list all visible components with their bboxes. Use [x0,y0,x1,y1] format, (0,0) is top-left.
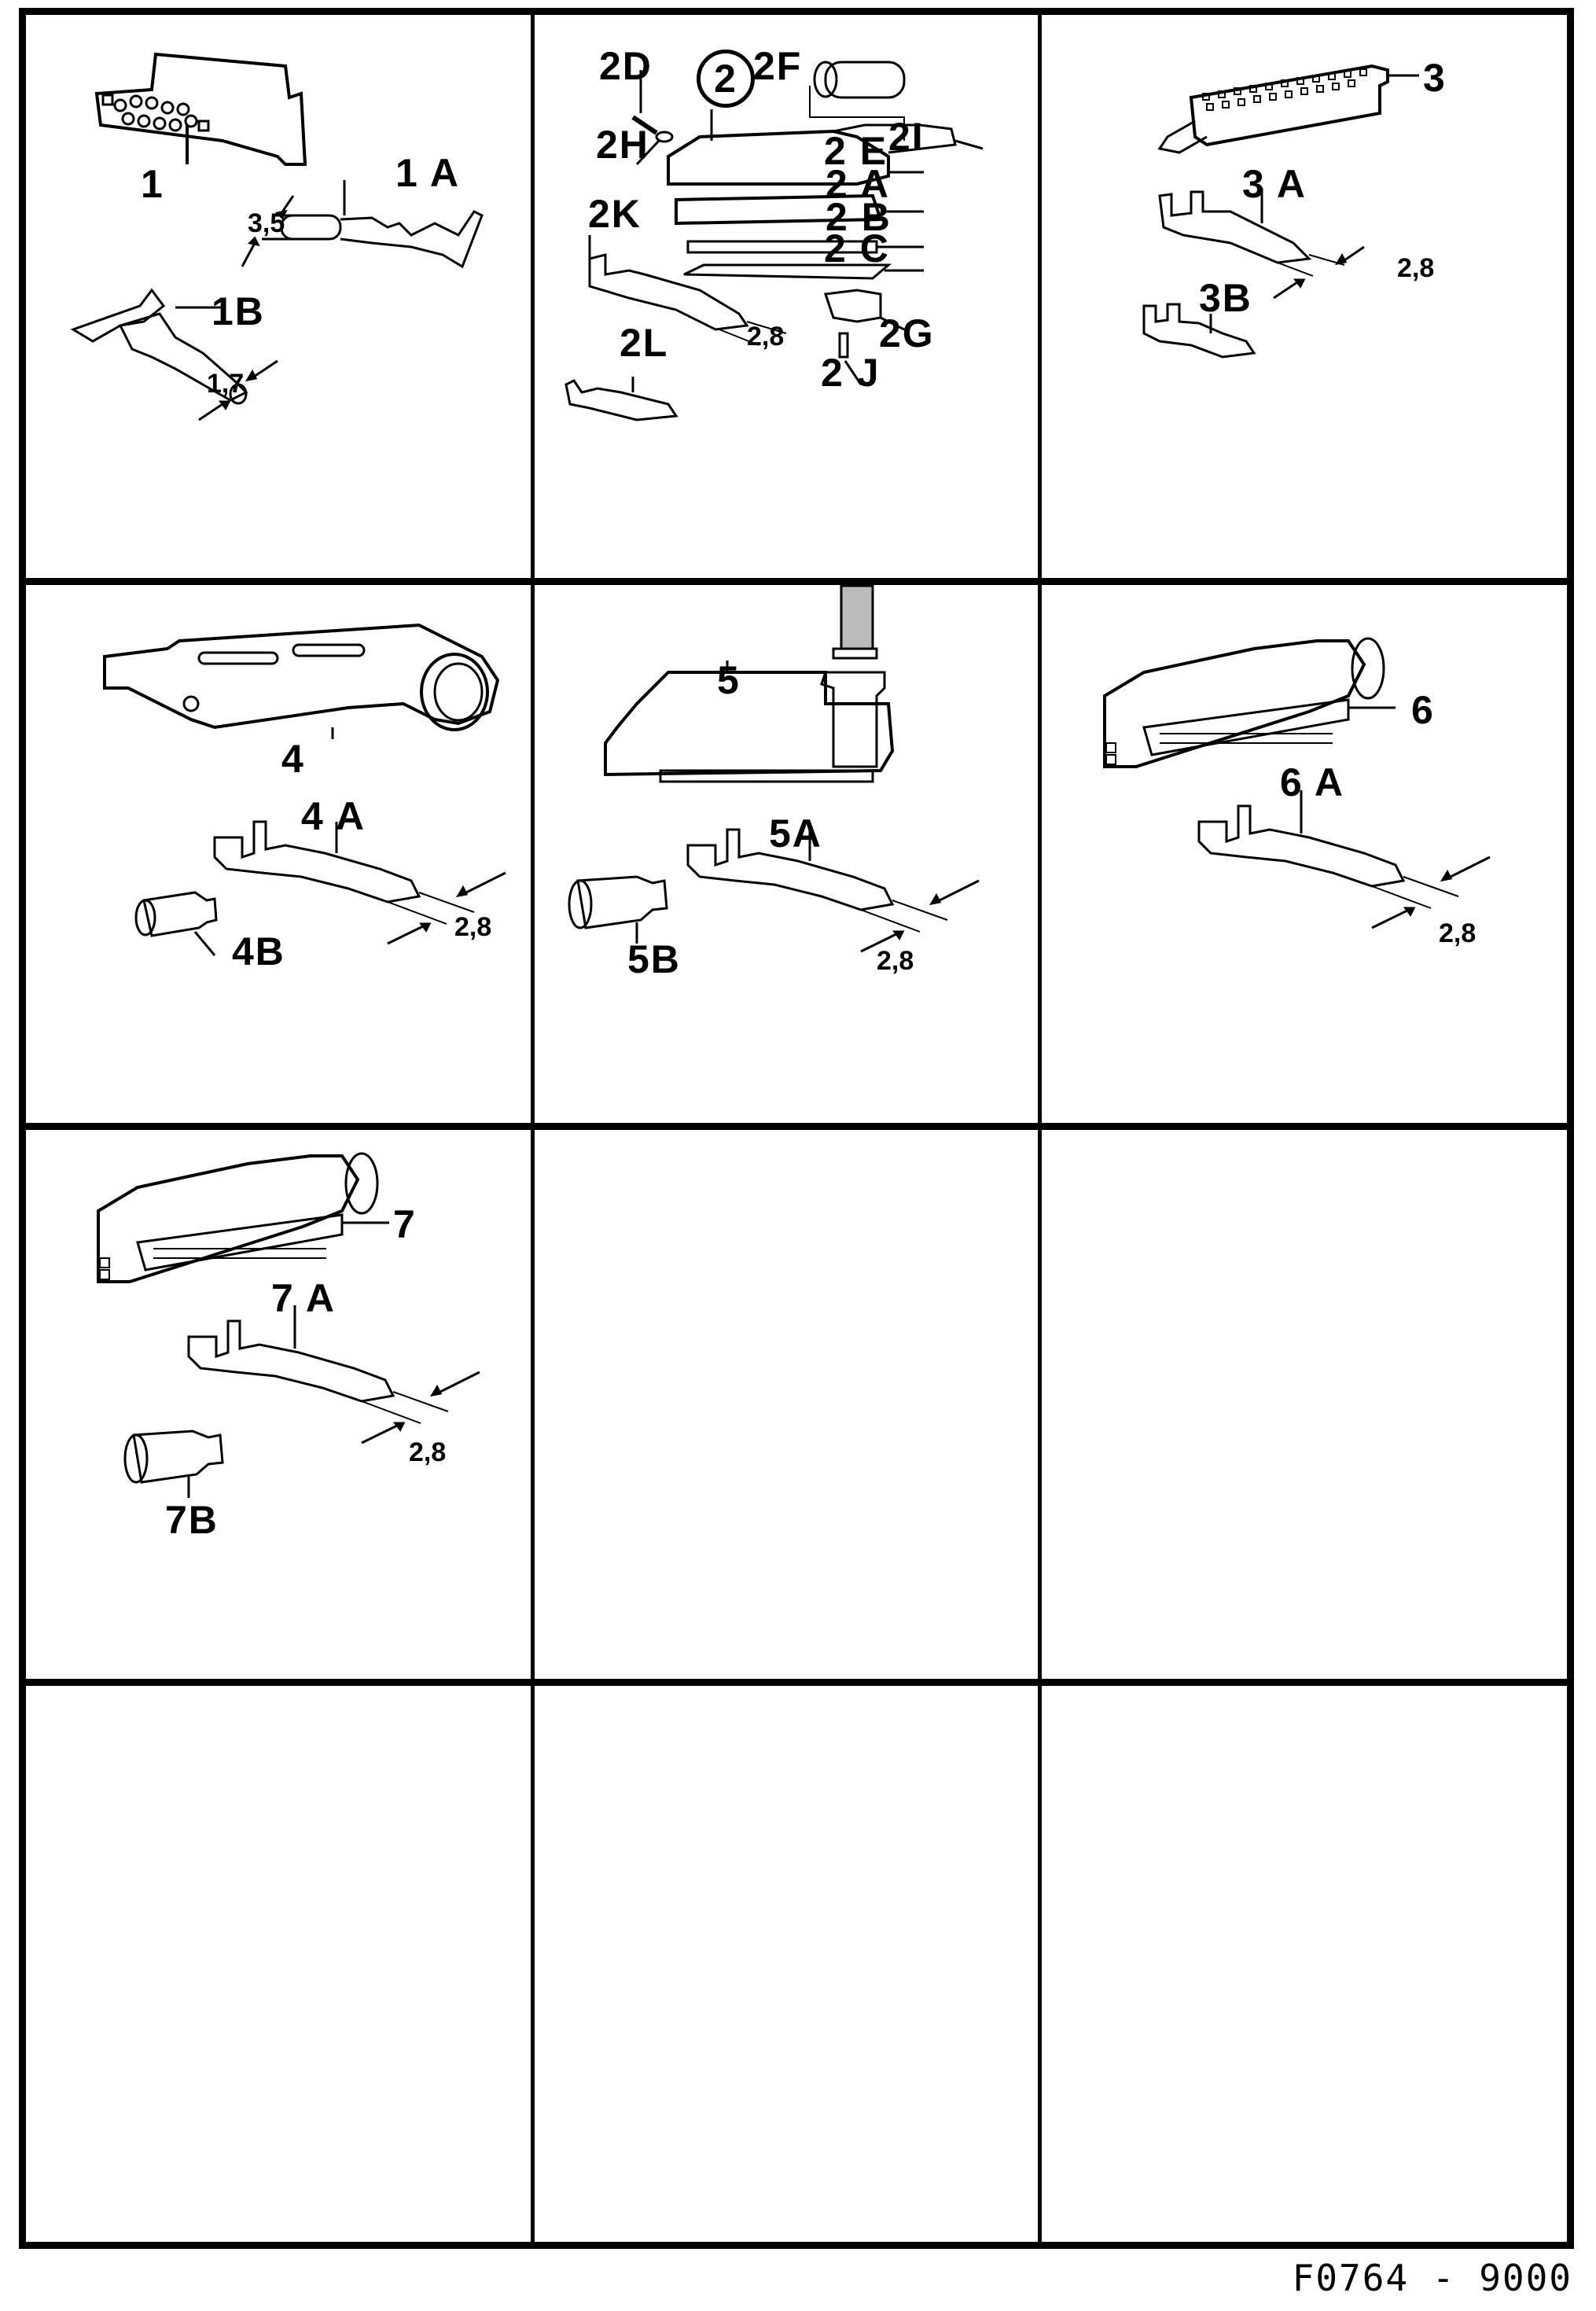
angled-cover-4-icon [89,617,498,759]
dimension-2-8: 2,8 [1397,253,1435,283]
grid-divider-row-1 [22,578,1571,585]
part-label-3b: 3B [1199,276,1252,320]
cell-7: 7 7 A 2,8 7B [35,1132,531,1679]
crimp-terminal-3b-icon [1136,298,1293,369]
part-label-1b: 1B [211,289,265,333]
grid-divider-row-2 [22,1123,1571,1130]
cover-with-cable-5-icon [582,586,943,814]
grommet-plug-7b-icon [114,1415,240,1510]
dimension-3-5: 3,5 [248,208,285,238]
part-label-2l: 2L [620,321,669,365]
cell-1: 1 1 A 3,5 1B 1,7 [26,15,531,578]
part-label-2f: 2F [753,44,803,88]
connector-housing-7-icon [90,1148,421,1305]
dimension-2-8: 2,8 [409,1437,447,1467]
part-label-1a: 1 A [395,151,460,195]
flat-terminal-3a-icon [1144,180,1380,290]
part-label-7: 7 [393,1202,417,1246]
dimension-2-8: 2,8 [454,912,492,942]
part-label-6a: 6 A [1280,760,1344,804]
part-label-2: 2 [697,50,755,108]
part-label-4b: 4B [232,929,285,973]
connector-assembly-2-icon [558,39,998,510]
part-label-6: 6 [1411,688,1435,732]
grommet-plug-5b-icon [558,861,684,955]
grommet-plug-4b-icon [128,885,238,963]
part-label-2d: 2D [599,44,653,88]
part-label-3: 3 [1423,56,1447,100]
cell-11-empty [535,1687,1038,2241]
cell-2: 2 2D 2F 2H 2I 2 E 2 A 2 B 2 C 2K 2G 2L 2… [535,15,1038,578]
part-label-2j: 2 J [821,351,881,395]
part-label-4: 4 [281,737,305,781]
cell-6: 6 6 A 2,8 [1042,586,1568,1123]
part-label-7b: 7B [165,1498,219,1542]
part-label-4a: 4 A [301,794,366,838]
cell-10-empty [35,1687,531,2241]
part-label-5a: 5A [769,811,822,856]
part-label-2k: 2K [588,192,642,236]
crimp-terminal-4a-icon [207,814,537,955]
cell-8-empty [535,1132,1038,1679]
part-label-3a: 3 A [1242,162,1307,206]
dimension-1-7: 1,7 [207,369,245,399]
connector-housing-6-icon [1097,633,1427,790]
cell-4: 4 4 A 2,8 4B [26,586,531,1123]
terminal-pin-1a-icon [230,180,529,282]
cell-3: 3 3 A 2,8 3B [1042,15,1568,578]
cell-5: 5 5A 2,8 5B [535,586,1038,1123]
connector-housing-icon [65,46,333,149]
part-label-5: 5 [717,658,741,702]
cell-9-empty [1042,1132,1568,1679]
grid-divider-row-3 [22,1679,1571,1686]
part-label-1: 1 [141,162,164,206]
crimp-terminal-6a-icon [1191,798,1521,940]
crimp-terminal-5a-icon [680,822,1010,963]
part-label-7a: 7 A [271,1276,336,1320]
cell-12-empty [1042,1687,1568,2241]
connector-block-3-icon [1152,58,1435,160]
terminal-socket-1b-icon [65,267,301,424]
dimension-2-8: 2,8 [1439,918,1476,948]
dimension-2-8: 2,8 [877,946,914,976]
part-label-2h: 2H [596,123,649,167]
crimp-terminal-7a-icon [181,1313,511,1455]
part-label-5b: 5B [627,937,681,981]
drawing-number: F0764 - 9000 [1292,2257,1572,2299]
